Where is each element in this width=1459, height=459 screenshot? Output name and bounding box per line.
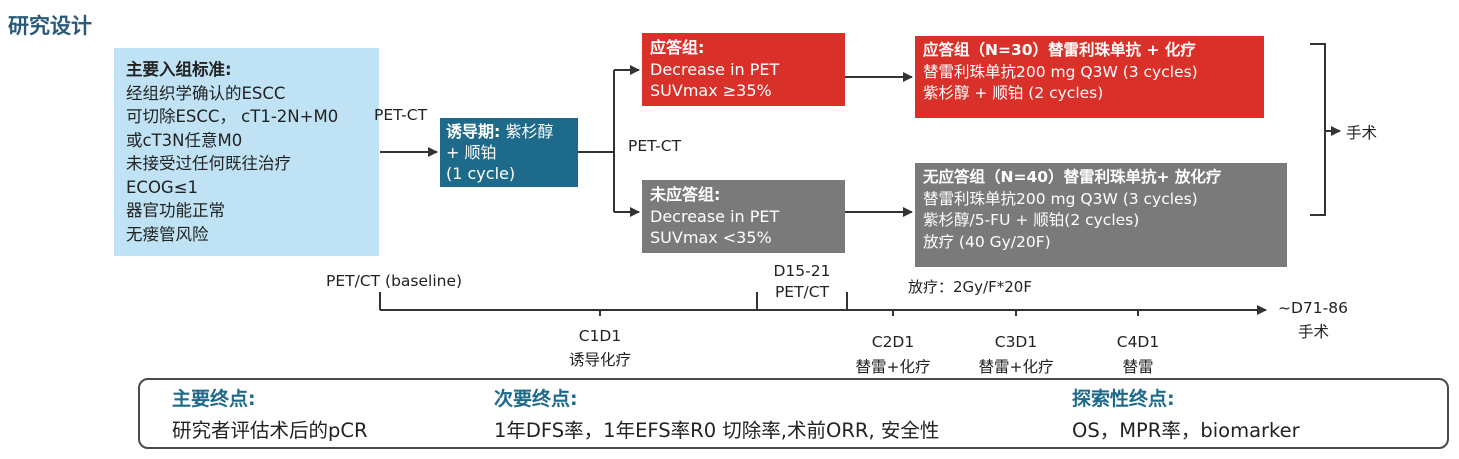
criteria-line: 可切除ESCC， cT1-2N+M0 xyxy=(126,107,339,126)
criteria-line: 器官功能正常 xyxy=(126,201,225,220)
induction-heading: 诱导期: xyxy=(446,122,501,141)
petct-label-left: PET-CT xyxy=(374,106,428,124)
timeline-c3d1-sub: 替雷+化疗 xyxy=(978,358,1054,376)
responder-arm-line1: 替雷利珠单抗200 mg Q3W (3 cycles) xyxy=(923,62,1198,81)
timeline-c1d1-label: C1D1 xyxy=(578,327,622,345)
timeline-c1d1-sub: 诱导化疗 xyxy=(568,351,631,369)
responder-arm-box: 应答组（N=30）替雷利珠单抗 + 化疗 替雷利珠单抗200 mg Q3W (3… xyxy=(915,36,1264,118)
endpoints-box xyxy=(138,378,1449,449)
d15-petct-label: PET/CT xyxy=(774,283,830,301)
criteria-line: ECOG≤1 xyxy=(126,177,199,197)
responder-box: 应答组: Decrease in PET SUVmax ≥35% xyxy=(642,33,845,106)
criteria-line: 经组织学确认的ESCC xyxy=(126,83,286,103)
responder-line1: Decrease in PET xyxy=(650,59,780,79)
responder-heading: 应答组: xyxy=(650,38,705,57)
nonresponder-arm-box: 无应答组（N=40）替雷利珠单抗+ 放化疗 替雷利珠单抗200 mg Q3W (… xyxy=(915,163,1287,267)
induction-box: 诱导期: 紫杉醇 + 顺铂 (1 cycle) xyxy=(440,118,578,187)
primary-endpoint-value: 研究者评估术后的pCR xyxy=(172,419,368,442)
surgery-label: 手术 xyxy=(1346,124,1378,142)
timeline-c3d1-label: C3D1 xyxy=(994,333,1038,351)
nonresponder-heading: 未应答组: xyxy=(650,185,721,204)
exploratory-endpoint-value: OS，MPR率，biomarker xyxy=(1072,419,1300,442)
induction-line2: + 顺铂 xyxy=(446,143,497,162)
induction-line3: (1 cycle) xyxy=(446,164,516,183)
primary-endpoint-heading: 主要终点: xyxy=(172,388,256,410)
criteria-line: 无瘘管风险 xyxy=(126,224,209,244)
inclusion-criteria-box: 主要入组标准: 经组织学确认的ESCC 可切除ESCC， cT1-2N+M0 或… xyxy=(114,48,379,256)
nonresponder-line2: SUVmax <35% xyxy=(650,228,772,247)
nonresponder-arm-line2: 紫杉醇/5-FU + 顺铂(2 cycles) xyxy=(923,211,1140,229)
right-bracket xyxy=(1310,43,1326,216)
criteria-heading: 主要入组标准: xyxy=(126,60,232,79)
radiotherapy-label: 放疗：2Gy/F*20F xyxy=(908,278,1032,296)
timeline-c4d1-sub: 替雷 xyxy=(1122,358,1154,376)
nonresponder-box: 未应答组: Decrease in PET SUVmax <35% xyxy=(642,180,845,253)
nonresponder-line1: Decrease in PET xyxy=(650,206,780,226)
baseline-label: PET/CT (baseline) xyxy=(326,272,463,290)
secondary-endpoint-heading: 次要终点: xyxy=(494,388,578,410)
nonresponder-arm-heading: 无应答组（N=40）替雷利珠单抗+ 放化疗 xyxy=(923,168,1222,186)
nonresponder-arm-line1: 替雷利珠单抗200 mg Q3W (3 cycles) xyxy=(923,189,1198,208)
timeline-c2d1-sub: 替雷+化疗 xyxy=(855,358,931,376)
timeline-c2d1-label: C2D1 xyxy=(871,333,915,351)
nonresponder-arm-line3: 放疗 (40 Gy/20F) xyxy=(923,232,1051,251)
d71-86-label: ~D71-86 xyxy=(1278,299,1348,317)
timeline-c4d1-label: C4D1 xyxy=(1116,333,1160,351)
exploratory-endpoint-heading: 探索性终点: xyxy=(1072,388,1175,410)
responder-line2: SUVmax ≥35% xyxy=(650,81,772,100)
responder-arm-line2: 紫杉醇 + 顺铂 (2 cycles) xyxy=(923,84,1104,102)
criteria-line: 或cT3N任意M0 xyxy=(126,130,243,150)
petct-label-mid: PET-CT xyxy=(628,137,682,155)
d71-surgery-label: 手术 xyxy=(1298,323,1330,341)
page-title: 研究设计 xyxy=(8,14,92,38)
secondary-endpoint-value: 1年DFS率，1年EFS率R0 切除率,术前ORR, 安全性 xyxy=(494,419,940,442)
responder-arm-heading: 应答组（N=30）替雷利珠单抗 + 化疗 xyxy=(923,41,1196,59)
criteria-line: 未接受过任何既往治疗 xyxy=(126,154,291,173)
d15-21-label: D15-21 xyxy=(773,262,831,280)
induction-line1: 紫杉醇 xyxy=(500,122,554,141)
